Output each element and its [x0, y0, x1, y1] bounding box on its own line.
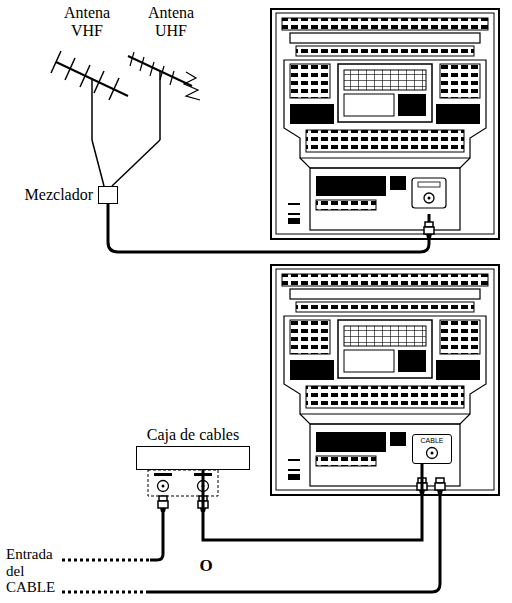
cable-jack: CABLE [412, 434, 452, 464]
coax-cable [203, 464, 422, 540]
box-label: Caja de cables [147, 426, 239, 444]
incoming-cable-dotted [62, 591, 148, 594]
coax-cable [108, 204, 429, 252]
cable-box-ports [148, 470, 218, 496]
box-label: Mezclador [25, 186, 93, 204]
cable-input-label: Entrada del CABLE [6, 546, 72, 596]
antenna-lead [92, 140, 160, 186]
tv-back [271, 9, 499, 239]
incoming-cable-dotted [62, 559, 150, 562]
tv-back [271, 265, 499, 495]
jack-symbol [425, 446, 439, 460]
mixer-box: Mezclador [98, 186, 118, 204]
coax-plug [424, 222, 434, 238]
coax-plug [158, 496, 168, 512]
coax-plug [435, 478, 445, 494]
uhf-antenna [128, 52, 200, 140]
jack-label: CABLE [413, 435, 451, 445]
cable-box: Caja de cables [136, 446, 250, 470]
incoming-cable [148, 478, 440, 592]
antenna-jack [412, 178, 446, 208]
vhf-antenna [51, 51, 128, 140]
incoming-cable [150, 504, 163, 560]
antenna-label: Antena UHF [140, 4, 202, 39]
or-label: O [194, 557, 218, 576]
antenna-label: Antena VHF [58, 4, 116, 39]
